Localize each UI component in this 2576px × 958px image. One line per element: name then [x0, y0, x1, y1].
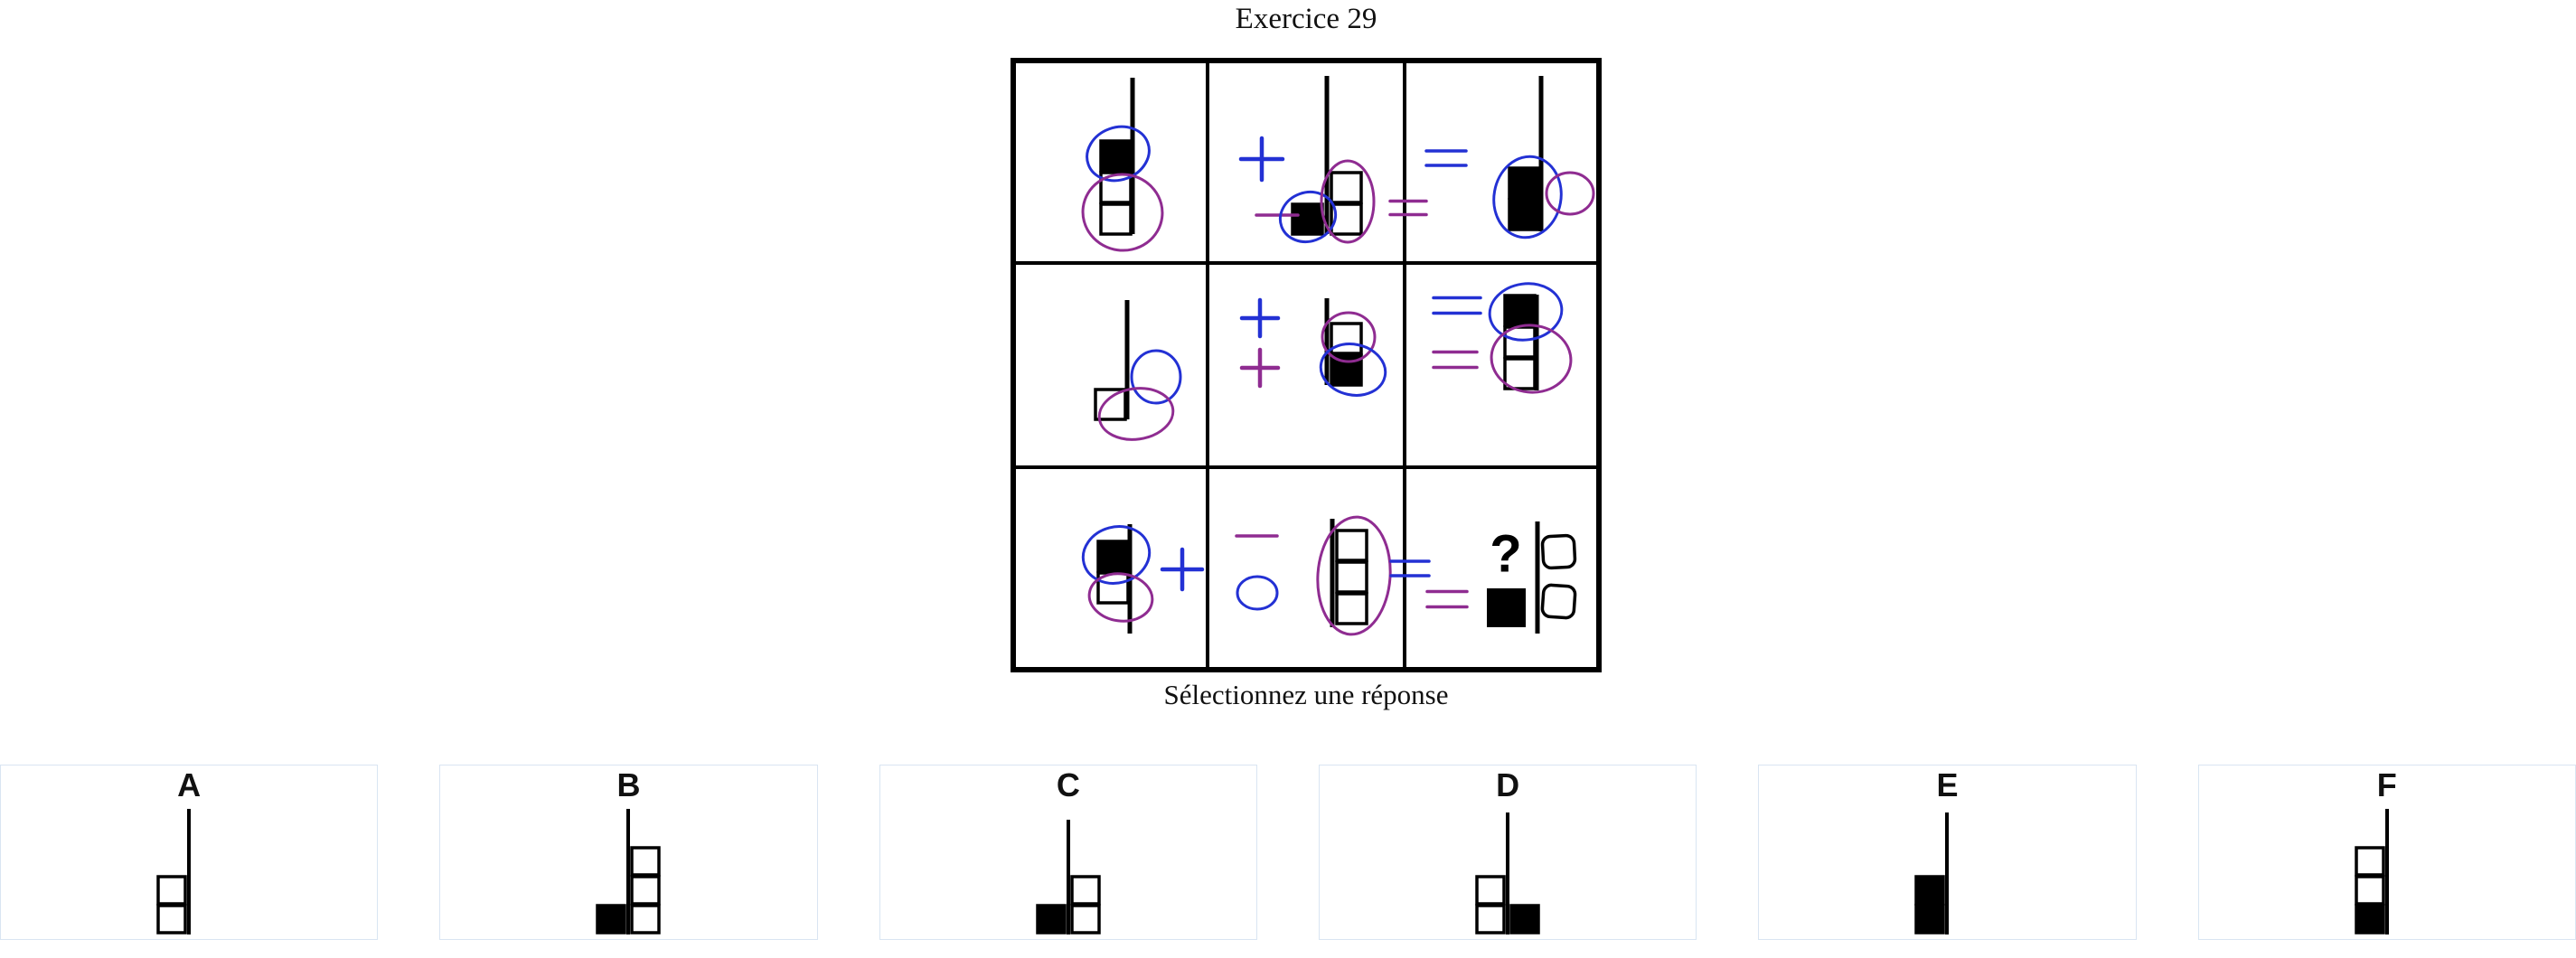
answer-option-a[interactable]: A — [0, 765, 379, 940]
answer-options: A B C D E F — [0, 765, 2576, 940]
puzzle-grid: ? — [1011, 58, 1602, 672]
answer-figure — [1036, 820, 1101, 935]
answer-option-d[interactable]: D — [1318, 765, 1697, 940]
answer-figure — [1475, 812, 1540, 935]
answer-option-f[interactable]: F — [2197, 765, 2576, 940]
svg-text:?: ? — [1490, 525, 1521, 584]
answer-option-e[interactable]: E — [1758, 765, 2137, 940]
answer-option-c[interactable]: C — [879, 765, 1257, 940]
answer-letter: A — [177, 766, 202, 803]
instruction-text: Sélectionnez une réponse — [1163, 679, 1449, 710]
answer-figure — [1914, 812, 1950, 935]
answer-figure — [156, 809, 192, 935]
exercise-title: Exercice 29 — [1235, 3, 1377, 35]
answer-letter: C — [1056, 766, 1080, 803]
answer-option-b[interactable]: B — [439, 765, 818, 940]
puzzle-grid-svg: ? — [1011, 58, 1602, 672]
answer-letter: E — [1936, 766, 1959, 803]
answer-figure — [596, 809, 662, 935]
answer-letter: B — [616, 766, 641, 803]
answer-figure — [2355, 809, 2389, 935]
answer-letter: D — [1496, 766, 1520, 803]
answer-letter: F — [2376, 766, 2397, 803]
